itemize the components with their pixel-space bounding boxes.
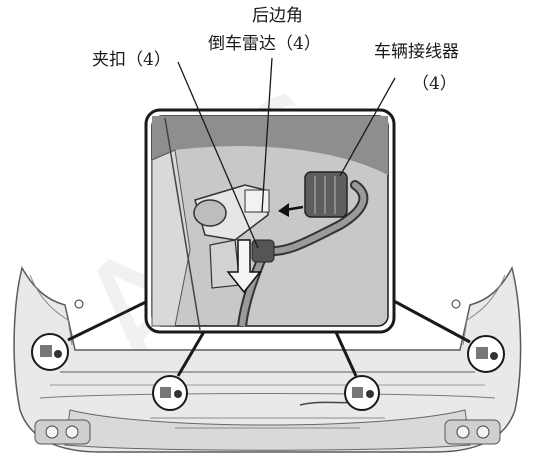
detail-leader-lines	[67, 298, 471, 377]
callout-leaders	[177, 57, 396, 249]
sensor-location-right-center	[344, 375, 380, 411]
callout-connector-label-line1: 车辆接线器	[374, 42, 459, 62]
callout-sensor-label-line1: 后边角	[252, 6, 303, 26]
sensor-location-right-corner	[467, 335, 505, 373]
callout-clip-label: 夹扣（4）	[92, 50, 171, 70]
sensor-location-left-center	[152, 375, 188, 411]
sensor-location-left-corner	[31, 333, 69, 371]
rear-bumper	[13, 265, 522, 453]
callout-connector-label-line2: （4）	[412, 74, 457, 94]
callout-sensor-label-line2: 倒车雷达（4）	[208, 34, 321, 54]
detail-inset	[144, 108, 396, 334]
